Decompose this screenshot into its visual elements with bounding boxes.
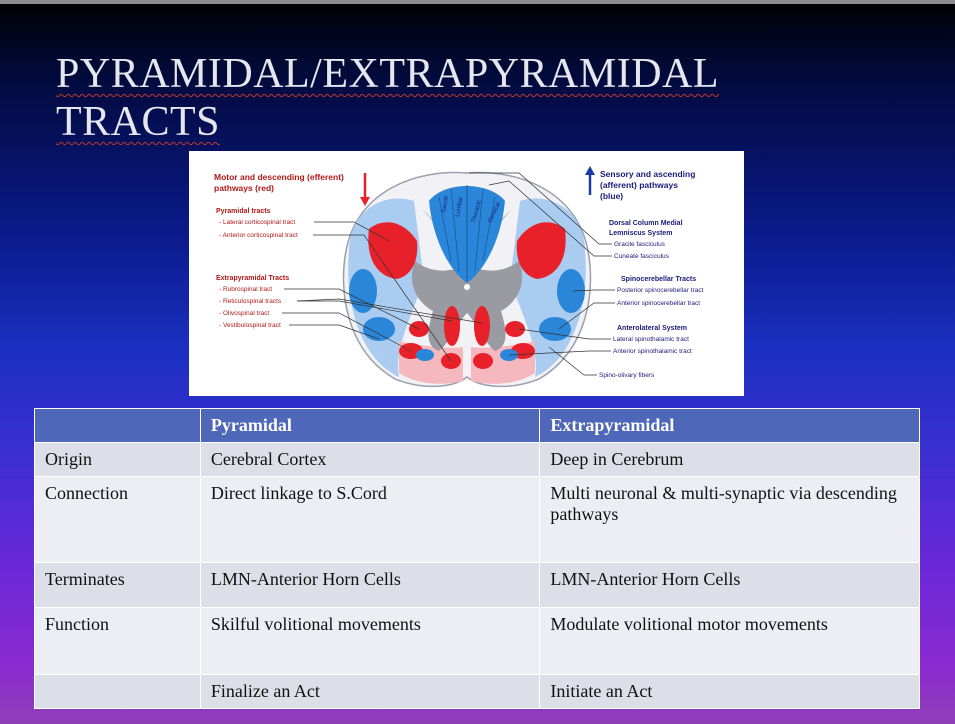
pyramidal-item-1: - Lateral corticospinal tract [219,219,295,226]
cord-label-thoracic: Thoracic [471,200,483,224]
left-heading-1: Motor and descending (efferent) [214,172,344,182]
pyramidal-cell: LMN-Anterior Horn Cells [199,562,541,608]
left-heading-2: pathways (red) [214,183,274,193]
dcml-item-2: Cuneate fasciculus [614,253,670,260]
extrapyramidal-cell: LMN-Anterior Horn Cells [539,562,920,608]
extrapyramidal-cell: Multi neuronal & multi-synaptic via desc… [539,476,920,563]
extrapyramidal-cell: Initiate an Act [539,674,920,709]
table-row: Finalize an Act Initiate an Act [34,674,920,709]
table-row: Terminates LMN-Anterior Horn Cells LMN-A… [34,562,920,608]
table-header-row: Pyramidal Extrapyramidal [34,408,920,443]
row-label: Connection [34,476,201,563]
table-row: Origin Cerebral Cortex Deep in Cerebrum [34,442,920,477]
dcml-heading-2: Lemniscus System [609,230,672,237]
dcml-item-1: Gracile fasciculus [614,241,666,248]
title-line-2: TRACTS [56,99,221,145]
posterior-spinocerebellar-right [557,269,585,313]
top-border [0,0,955,4]
header-cell-extrapyramidal: Extrapyramidal [539,408,920,443]
row-label: Function [34,607,201,675]
dcml-heading-1: Dorsal Column Medial [609,220,683,227]
spinothalamic-left [416,349,434,361]
blue-up-arrow-icon [585,166,595,175]
antero-item-1: Lateral spinothalamic tract [613,336,689,343]
pyramidal-cell: Direct linkage to S.Cord [199,476,541,563]
left-leader-lines [282,221,483,362]
spino-item-2: Anterior spinocerebellar tract [617,300,700,307]
spinal-cord-svg: Sacral Lumbar Thoracic Cervical Motor an… [214,166,704,388]
header-cell-blank [34,408,201,443]
reticulospinal-right [474,306,490,346]
pyramidal-cell: Finalize an Act [199,674,541,709]
antero-item-2: Anterior spinothalamic tract [613,348,692,355]
right-heading-3: (blue) [600,191,623,201]
row-label: Origin [34,442,201,477]
antero-heading: Anterolateral System [617,325,687,332]
pyramidal-heading: Pyramidal tracts [216,208,271,215]
extra-item-1: - Rubrospinal tract [219,286,272,293]
table-row: Connection Direct linkage to S.Cord Mult… [34,476,920,563]
gray-matter [411,209,523,351]
spino-item-1: Posterior spinocerebellar tract [617,287,704,294]
red-down-arrow-icon [360,197,370,206]
right-heading-1: Sensory and ascending [600,169,695,179]
pyramidal-cell: Skilful volitional movements [199,607,541,675]
pyramidal-cell-text: Direct linkage to S.Cord [210,483,387,503]
reticulospinal-left [444,306,460,346]
right-leader-lines [469,172,615,376]
rubrospinal-right [505,321,525,337]
anterior-corticospinal-right [473,353,493,369]
central-canal [464,284,470,290]
extra-item-2: - Reticulospinal tracts [219,298,282,305]
anterior-spinocerebellar-left [363,317,395,341]
pyramidal-cell: Cerebral Cortex [199,442,541,477]
extrapyramidal-cell: Modulate volitional motor movements [539,607,920,675]
right-heading-2: (afferent) pathways [600,180,678,190]
extra-item-3: - Olivospinal tract [219,310,269,317]
row-label: Terminates [34,562,201,608]
comparison-table: Pyramidal Extrapyramidal Origin Cerebral… [34,408,920,709]
spino-heading: Spinocerebellar Tracts [621,276,696,283]
posterior-spinocerebellar-left [349,269,377,313]
extrapyramidal-cell: Deep in Cerebrum [539,442,920,477]
pyramidal-item-2: - Anterior corticospinal tract [219,232,298,239]
header-cell-pyramidal: Pyramidal [199,408,541,443]
lateral-corticospinal-right [516,222,566,279]
cord-label-lumbar: Lumbar [455,196,464,217]
spino-olivary-label: Spino-olivary fibers [599,372,655,379]
spinal-cord-diagram: Sacral Lumbar Thoracic Cervical Motor an… [189,151,744,396]
extra-item-4: - Vestibulospinal tract [219,322,281,329]
table-row: Function Skilful volitional movements Mo… [34,607,920,675]
slide-title: PYRAMIDAL/EXTRAPYRAMIDAL TRACTS [56,50,916,146]
row-label [34,674,201,709]
title-line-1: PYRAMIDAL/EXTRAPYRAMIDAL [56,51,720,97]
cord-label-sacral: Sacral [441,196,450,214]
extra-heading: Extrapyramidal Tracts [216,275,289,282]
anterior-spinocerebellar-right [539,317,571,341]
